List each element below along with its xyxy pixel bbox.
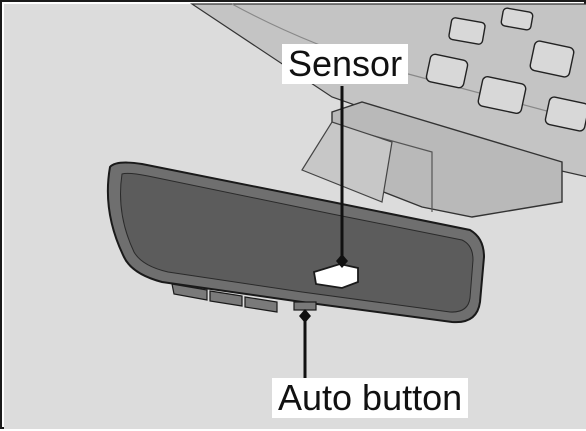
auto-button-diamond-marker [299, 309, 311, 323]
overhead-buttons [425, 7, 586, 132]
mirror-glass [120, 172, 474, 313]
auto-button [293, 301, 317, 311]
mirror-bottom-buttons [171, 283, 278, 313]
auto-button-label: Auto button [272, 378, 469, 418]
mirror-stem [301, 121, 393, 203]
sensor-diamond-marker [336, 254, 348, 268]
sensor-label: Sensor [282, 44, 409, 84]
